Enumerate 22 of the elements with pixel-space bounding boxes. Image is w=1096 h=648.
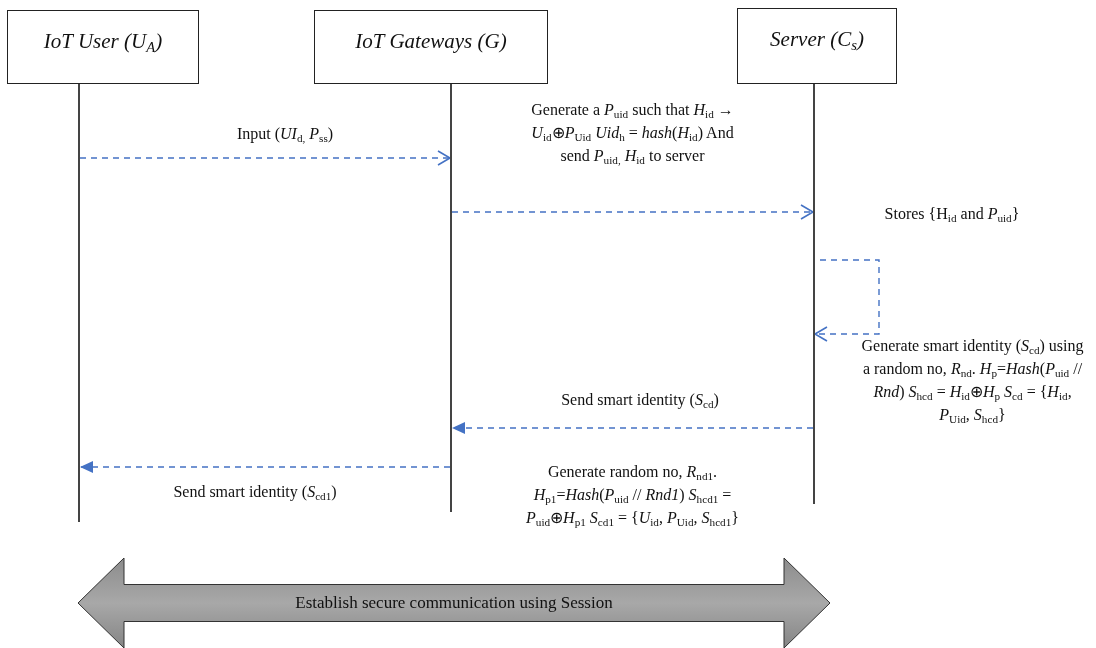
message-label: Send smart identity (S$_{cd}$) — [560, 390, 720, 411]
participant-box — [314, 10, 548, 84]
note-text: Stores {H$_{id}$ and P$_{uid}$} — [883, 204, 1021, 225]
participant-box — [7, 10, 199, 84]
message-arrow — [79, 461, 451, 473]
message-arrow — [451, 422, 814, 434]
participant-name: Server (C$_{s}$) — [770, 27, 864, 52]
participant-name: IoT Gateways (G) — [355, 29, 507, 54]
note-text: Generate smart identity (S$_{cd}$) using a random no, R$_{nd}$. H$_{p}$=Hash(P$_{uid}$ // Rnd) S$_{hcd}$ = H$_{id}$⊕H$_{p}$ S$_{cd}$ = {H$_{id}$, P$_{Uid}$, S$_{hcd}$} — [860, 336, 1085, 426]
message-label: Send smart identity (S$_{cd1}$) — [172, 482, 338, 503]
note-text: Generate random no, R$_{nd1}$. H$_{p1}$=Hash(P$_{uid}$ // Rnd1) S$_{hcd1}$ = P$_{uid}$⊕H$_{p1}$ S$_{cd1}$ = {U$_{id}$, P$_{Uid}$, S$_{hcd1}$} — [525, 462, 740, 529]
band-label: Establish secure communication using Session — [295, 593, 613, 613]
lifeline — [450, 84, 452, 512]
message-arrow — [814, 259, 880, 342]
lifeline — [813, 84, 815, 504]
participant-box — [737, 8, 897, 84]
message-label: Input (UI$_{d,}$ P$_{ss}$) — [235, 124, 335, 145]
lifeline — [78, 84, 80, 522]
message-arrow — [451, 204, 814, 220]
participant-name: IoT User (U$_{A}$) — [43, 29, 163, 54]
message-label: Generate a P$_{uid}$ such that H$_{id}$ → U$_{id}$⊕P$_{Uid}$ Uid$_{h}$ = hash(H$_{id}$) And send P$_{uid,}$ H$_{id}$ to server — [530, 100, 735, 167]
message-arrow — [79, 150, 451, 166]
